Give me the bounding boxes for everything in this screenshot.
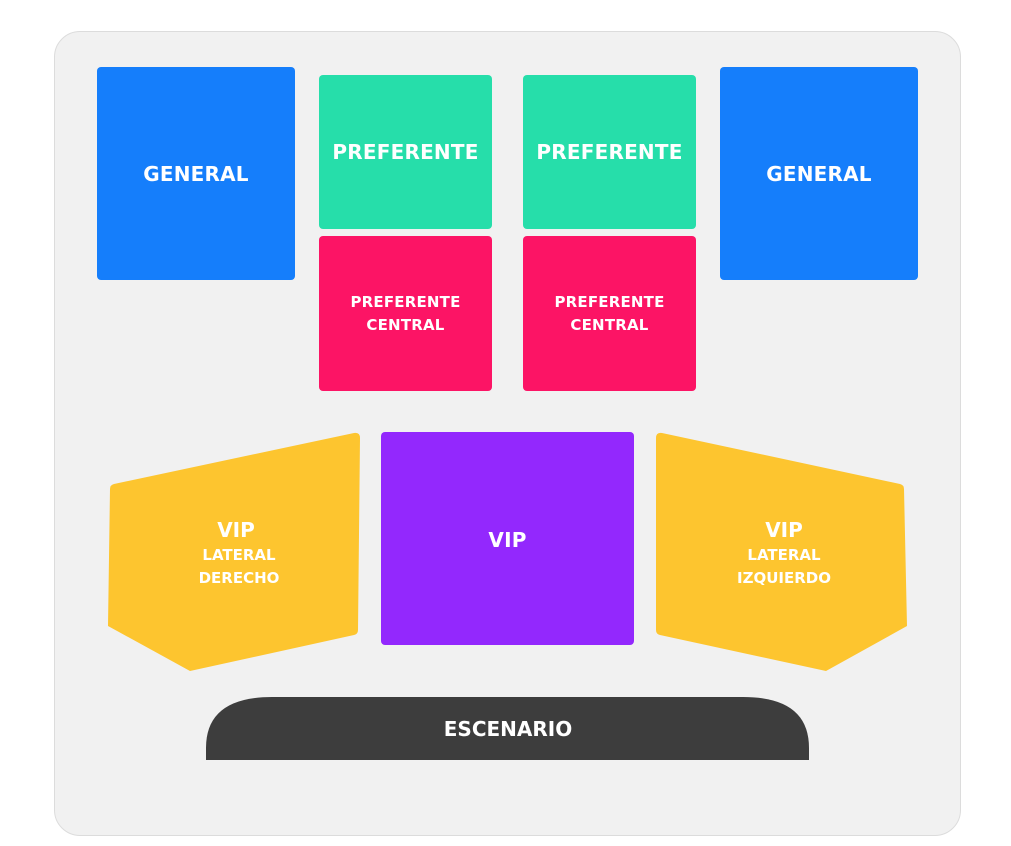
zone-vip-center-label: VIP [488, 528, 527, 552]
zone-vip-center[interactable]: VIP [381, 432, 634, 645]
zone-preferente-left-label: PREFERENTE [332, 140, 479, 164]
zone-general-right[interactable]: GENERAL [720, 67, 918, 280]
zone-vip-lateral-izquierdo-shape[interactable] [656, 432, 907, 671]
stage-shape [206, 697, 809, 760]
zone-preferente-central-left-line2: CENTRAL [366, 315, 445, 334]
zone-general-left-label: GENERAL [143, 161, 249, 186]
zone-vip-lateral-derecho-shape[interactable] [108, 432, 360, 671]
zone-vip-lateral-derecho[interactable]: VIP LATERAL DERECHO [108, 432, 360, 671]
zone-vip-lateral-derecho-line1: LATERAL [202, 546, 276, 564]
zone-preferente-right-label: PREFERENTE [536, 140, 683, 164]
zone-preferente-central-right[interactable]: PREFERENTE CENTRAL [523, 236, 696, 391]
zone-preferente-central-left[interactable]: PREFERENTE CENTRAL [319, 236, 492, 391]
zone-vip-lateral-izquierdo-line2: IZQUIERDO [737, 569, 831, 587]
zone-preferente-central-right-line1: PREFERENTE [554, 292, 665, 311]
zone-preferente-right[interactable]: PREFERENTE [523, 75, 696, 229]
zone-preferente-central-right-line2: CENTRAL [570, 315, 649, 334]
zone-vip-lateral-izquierdo[interactable]: VIP LATERAL IZQUIERDO [656, 432, 907, 671]
zone-general-right-label: GENERAL [766, 161, 872, 186]
zone-general-left[interactable]: GENERAL [97, 67, 295, 280]
zone-vip-lateral-derecho-line2: DERECHO [199, 569, 280, 587]
zone-vip-lateral-izquierdo-line1: LATERAL [747, 546, 821, 564]
stage: ESCENARIO [206, 697, 809, 760]
stage-label: ESCENARIO [444, 717, 572, 741]
zone-preferente-central-left-line1: PREFERENTE [350, 292, 461, 311]
zone-vip-lateral-izquierdo-title: VIP [765, 518, 803, 542]
zone-vip-lateral-derecho-title: VIP [217, 518, 255, 542]
zone-preferente-left[interactable]: PREFERENTE [319, 75, 492, 229]
